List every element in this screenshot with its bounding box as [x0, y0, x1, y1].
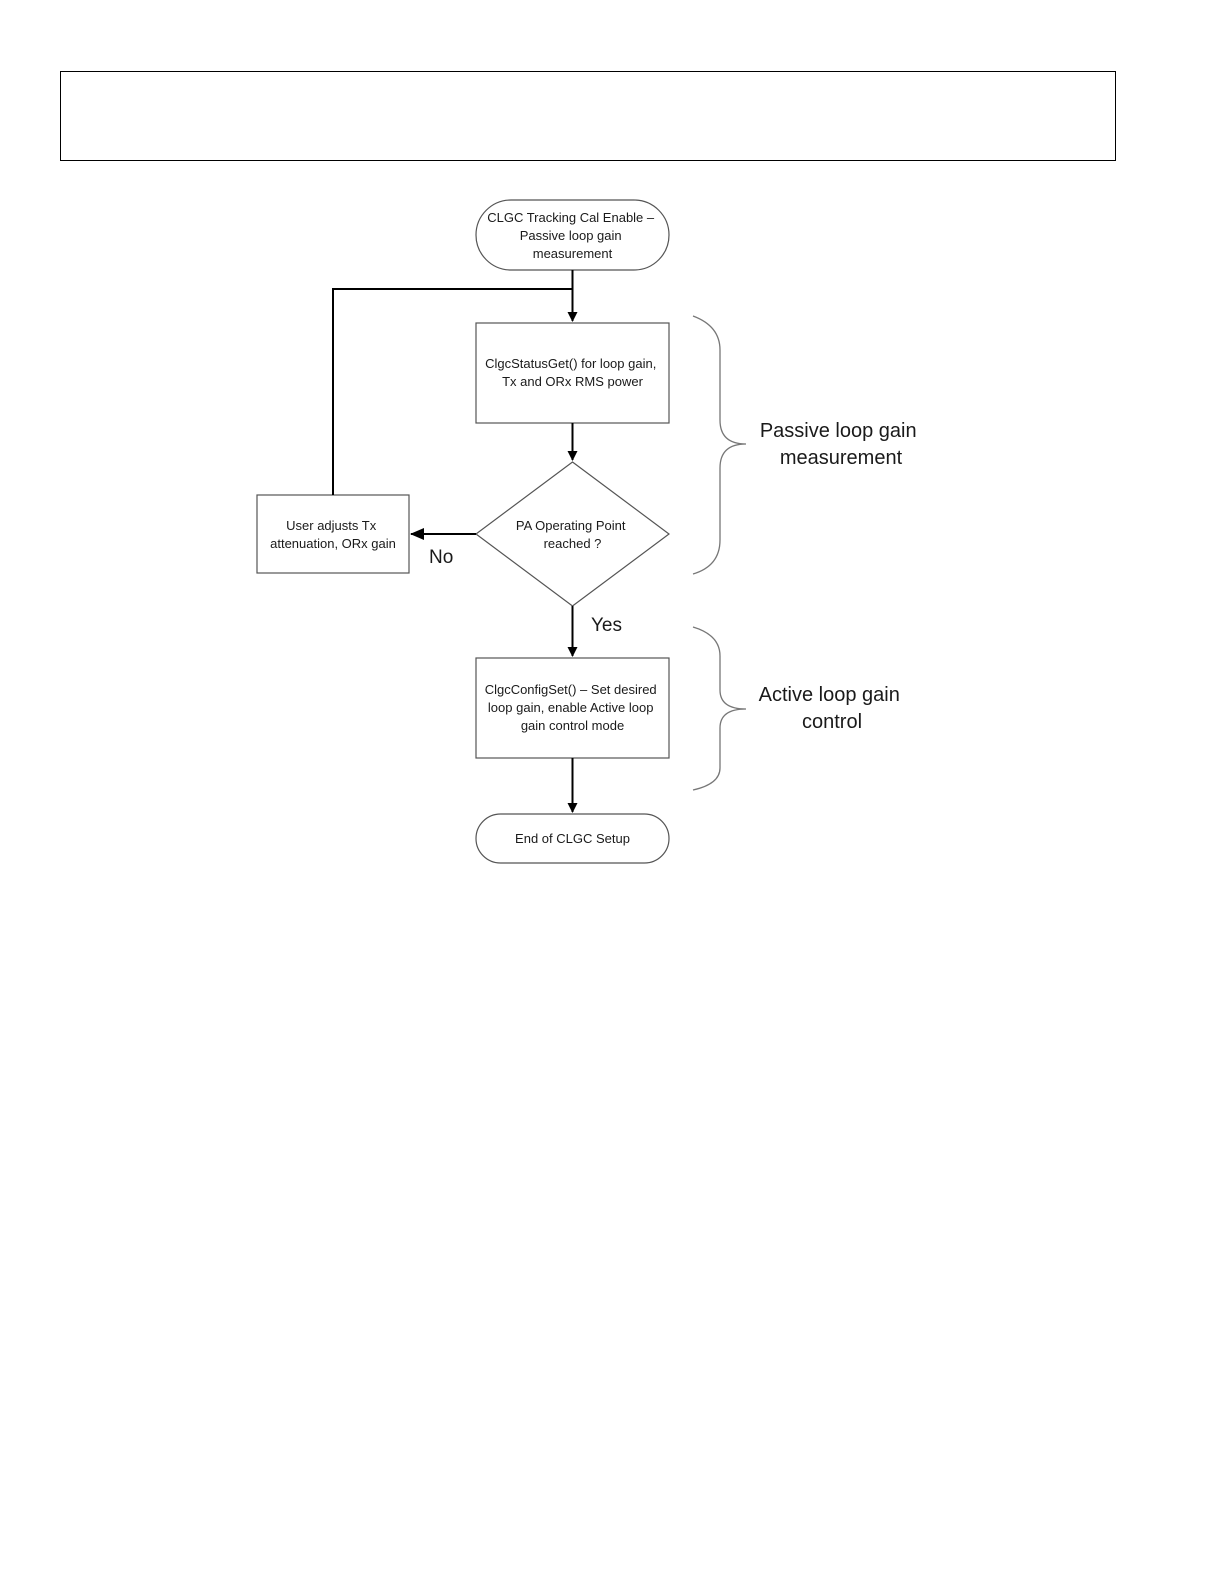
edge-user-adjust-loop-back [332, 288, 573, 495]
decision-text-line-1: PA Operating Point [516, 518, 626, 533]
config-set-text-line-3: gain control mode [521, 718, 624, 733]
node-end: End of CLGC Setup [475, 813, 670, 864]
start-text-line-1: CLGC Tracking Cal Enable – [487, 210, 655, 225]
decision-diamond-shape [474, 461, 671, 607]
start-text-line-3: measurement [533, 246, 613, 261]
active-group-label-line-2: control [802, 711, 862, 733]
edge-label-yes: Yes [591, 615, 622, 636]
svg-text:ClgcStatusGet() for loop gain,: ClgcStatusGet() for loop gain, Tx and OR… [485, 356, 660, 389]
svg-text:User adjusts Tx attenuat: User adjusts Tx attenuation, ORx gain [270, 518, 396, 551]
config-set-process-shape [475, 657, 670, 759]
edges [332, 270, 578, 813]
start-text-line-2: Passive loop gain [520, 228, 622, 243]
user-adjust-process-shape [256, 494, 410, 574]
edge-label-no: No [429, 547, 453, 568]
node-start: CLGC Tracking Cal Enable – Passive loop … [475, 199, 670, 271]
passive-group-label-line-2: measurement [780, 447, 903, 469]
node-status-get: ClgcStatusGet() for loop gain, Tx and OR… [475, 322, 670, 424]
status-get-text-line-1: ClgcStatusGet() for loop gain, [485, 356, 656, 371]
node-user-adjust: User adjusts Tx attenuation, ORx gain [256, 494, 410, 574]
passive-group-label: Passive loop gain measurement [760, 420, 922, 469]
status-get-text-line-2: Tx and ORx RMS power [502, 374, 644, 389]
active-group-label-line-1: Active loop gain [759, 684, 900, 706]
end-text-line-1: End of CLGC Setup [515, 831, 630, 846]
header-box [60, 71, 1116, 161]
config-set-text-line-2: loop gain, enable Active loop [488, 700, 654, 715]
end-terminator-shape [475, 813, 670, 864]
svg-text:PA Operating Point reach: PA Operating Point reached ? [516, 518, 629, 551]
passive-group-label-line-1: Passive loop gain [760, 420, 917, 442]
passive-group-brace [692, 315, 747, 575]
config-set-text-line-1: ClgcConfigSet() – Set desired [485, 682, 657, 697]
svg-text:CLGC Tracking Cal Enable –: CLGC Tracking Cal Enable – Passive loop … [487, 210, 658, 261]
decision-text-line-2: reached ? [544, 536, 602, 551]
svg-text:End of CLGC Setup: End of CLGC Setup [515, 831, 630, 846]
status-get-process-shape [475, 322, 670, 424]
node-config-set: ClgcConfigSet() – Set desired loop gain,… [475, 657, 670, 759]
svg-text:ClgcConfigSet() – Set desired: ClgcConfigSet() – Set desired loop gain,… [485, 682, 661, 733]
active-group-label: Active loop gain control [759, 684, 906, 733]
node-decision: PA Operating Point reached ? [474, 461, 671, 607]
user-adjust-text-line-1: User adjusts Tx [286, 518, 377, 533]
user-adjust-text-line-2: attenuation, ORx gain [270, 536, 396, 551]
active-group-brace [692, 626, 747, 791]
